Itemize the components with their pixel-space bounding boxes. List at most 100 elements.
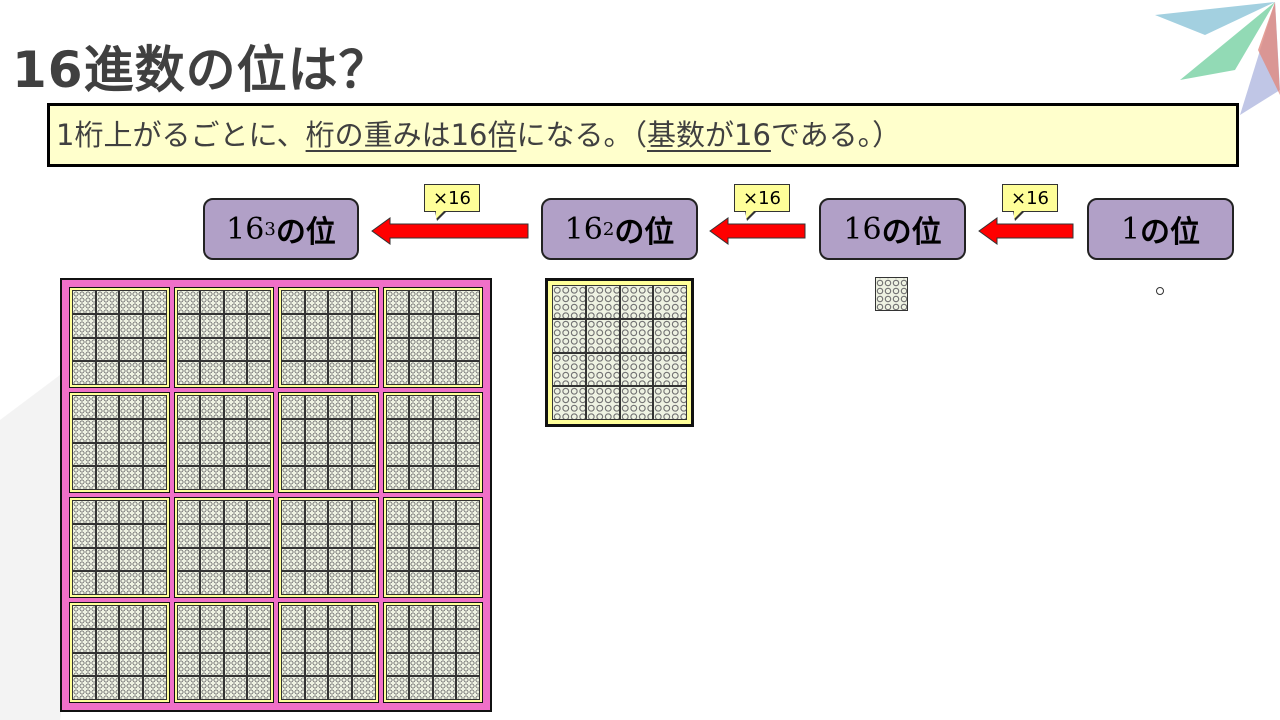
block-16 [95,523,120,548]
block-16 [223,605,248,629]
block-16 [200,605,224,629]
block-16-squared [278,602,379,703]
block-16 [351,290,376,314]
block-16 [142,500,167,524]
block-16 [72,676,96,700]
rule-text-5: である。） [770,118,902,152]
block-16 [456,290,480,314]
block-16 [385,500,410,524]
block-16-squared [69,287,170,388]
block-16 [409,313,433,338]
block-16 [432,652,457,677]
block-16-squared [278,497,379,598]
block-16 [119,652,143,677]
block-16 [456,523,480,548]
block-16 [552,352,586,387]
block-16 [223,290,248,314]
block-16 [247,337,271,362]
block-16 [72,418,96,443]
block-16 [176,395,201,419]
block-16 [95,571,120,595]
block-16 [351,676,376,700]
block-16 [328,337,352,362]
block-16 [200,466,224,490]
block-16 [119,290,143,314]
block-16 [281,628,305,653]
place-base: 16 [564,211,603,247]
block-16 [456,571,480,595]
block-16 [281,571,305,595]
block-16 [142,605,167,629]
block-16 [176,500,201,524]
block-16 [142,676,167,700]
block-16 [456,500,480,524]
block-16 [95,337,120,362]
block-16 [351,523,376,548]
block-16 [351,337,376,362]
block-16 [247,547,271,572]
block-16 [72,500,96,524]
block-16 [304,500,329,524]
block-16 [432,442,457,467]
block-16 [456,442,480,467]
block-16 [200,547,224,572]
block-16 [328,571,352,595]
block-16 [304,361,329,385]
block-16 [432,361,457,385]
block-16 [176,418,201,443]
block-16 [200,676,224,700]
block-16 [619,318,654,353]
block-16 [223,652,248,677]
block-16 [281,500,305,524]
block-16 [281,676,305,700]
block-16 [176,547,201,572]
block-16 [432,605,457,629]
block-16 [223,500,248,524]
block-16 [304,628,329,653]
block-16 [432,571,457,595]
block-16 [328,418,352,443]
block-16 [385,418,410,443]
block-16 [432,466,457,490]
block-16-squared [382,602,483,703]
block-16 [247,628,271,653]
block-16 [281,418,305,443]
block-16 [247,418,271,443]
block-16 [72,605,96,629]
block-16 [200,361,224,385]
block-16 [281,652,305,677]
block-16 [653,318,687,353]
block-16 [72,442,96,467]
block-16 [72,290,96,314]
block-16 [223,547,248,572]
block-16 [385,466,410,490]
block-16 [585,285,620,319]
block-16 [456,466,480,490]
block-16 [142,442,167,467]
block-16 [304,605,329,629]
rule-text-4: 基数が16 [647,118,771,152]
block-16 [200,418,224,443]
block-16 [142,313,167,338]
block-16 [385,290,410,314]
block-16 [95,442,120,467]
block-16-squared [382,287,483,388]
block-16 [328,523,352,548]
block-16 [95,290,120,314]
rule-text-2: 桁の重みは16倍 [305,118,517,152]
block-16 [119,395,143,419]
block-16 [328,361,352,385]
block-16 [456,337,480,362]
block-16 [281,313,305,338]
block-16 [328,466,352,490]
block-16 [653,352,687,387]
block-16 [176,628,201,653]
block-16 [304,652,329,677]
block-16 [409,676,433,700]
block-16-cubed [60,278,492,712]
block-16 [72,571,96,595]
block-16 [95,676,120,700]
block-16 [223,361,248,385]
